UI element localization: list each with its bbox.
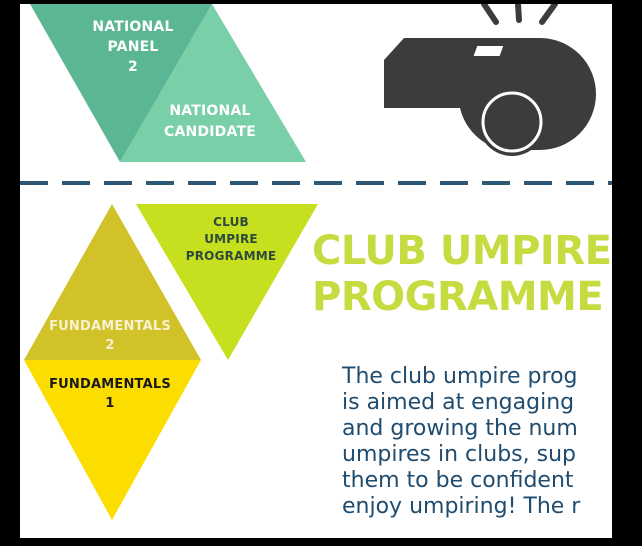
national-candidate-label: NATIONAL CANDIDATE [164, 103, 256, 140]
pathway-diagram [20, 4, 612, 520]
fundamentals-1-triangle [24, 360, 201, 520]
national-panel-2-label: NATIONAL PANEL 2 [92, 19, 174, 75]
infographic-frame: NATIONAL PANEL 2 NATIONAL CANDIDATE CLUB… [20, 4, 612, 538]
fundamentals-2-triangle [24, 204, 201, 360]
club-umpire-programme-label: CLUB UMPIRE PROGRAMME [185, 215, 277, 263]
national-panel-2-triangle [30, 4, 212, 162]
whistle-icon [384, 4, 596, 156]
national-candidate-triangle [120, 4, 306, 162]
fundamentals-1-label: FUNDAMENTALS 1 [49, 377, 171, 411]
club-umpire-programme-triangle [136, 204, 318, 360]
programme-description: The club umpire prog is aimed at engagin… [342, 364, 581, 519]
fundamentals-2-label: FUNDAMENTALS 2 [49, 319, 171, 353]
programme-heading: CLUB UMPIRE PROGRAMME [312, 228, 612, 320]
